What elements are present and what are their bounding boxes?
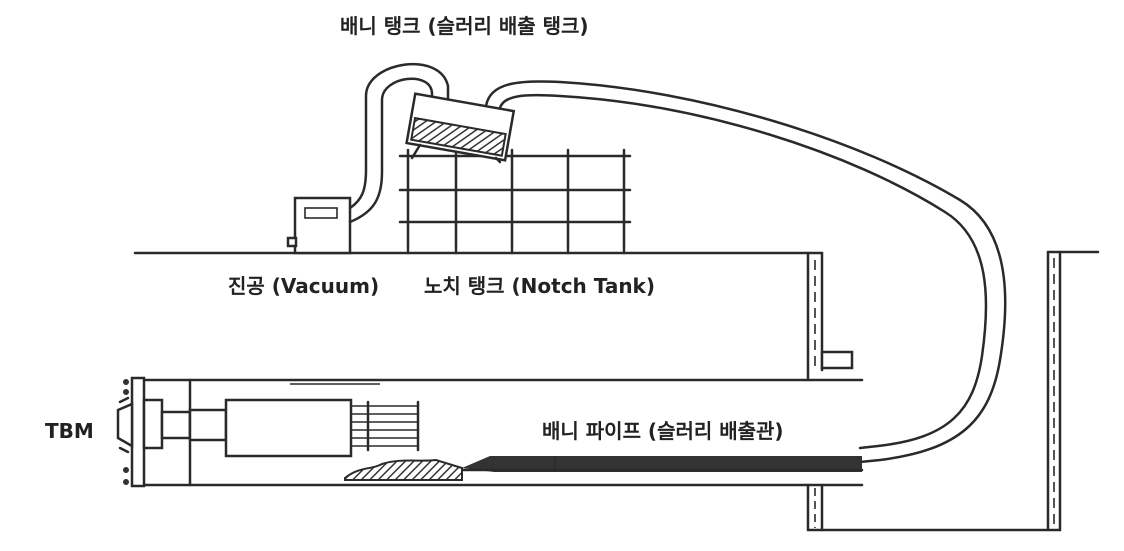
discharge-hose (484, 80, 1007, 464)
label-slurry-pipe: 배니 파이프 (슬러리 배출관) (542, 419, 784, 443)
label-notch-tank: 노치 탱크 (Notch Tank) (424, 274, 655, 298)
slurry-tank (405, 92, 516, 162)
launch-shaft (806, 251, 854, 382)
notch-tank (398, 148, 632, 255)
label-tbm: TBM (45, 419, 94, 443)
ground-surface (133, 250, 1100, 255)
tbm-machine (116, 376, 420, 488)
label-slurry-tank: 배니 탱크 (슬러리 배출 탱크) (340, 14, 589, 38)
vacuum-unit (286, 196, 352, 255)
slurry-pipe (458, 456, 864, 472)
tunnel (138, 378, 864, 487)
receiving-shaft (806, 250, 1062, 532)
vacuum-hose (348, 63, 450, 224)
label-vacuum: 진공 (Vacuum) (228, 274, 379, 298)
muck-pile (344, 458, 463, 481)
